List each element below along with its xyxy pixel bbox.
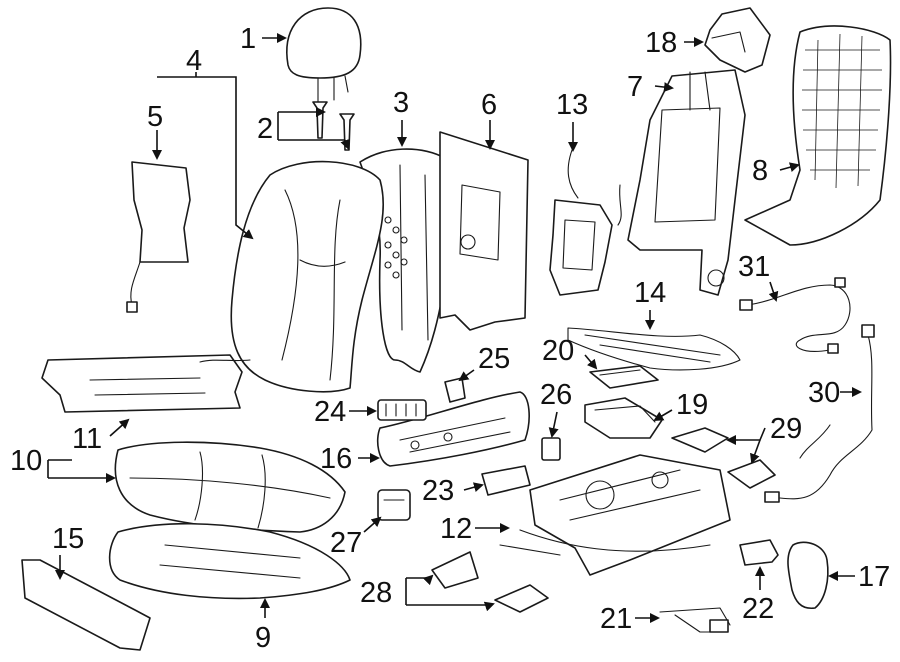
callout-30: 30 [808, 377, 840, 409]
callout-20: 20 [542, 335, 574, 367]
callout-3: 3 [393, 87, 409, 119]
callout-13: 13 [556, 89, 588, 121]
part-cushion-spring [567, 327, 741, 371]
callout-21: 21 [600, 603, 632, 635]
part-bracket-21 [659, 607, 731, 633]
part-cover-28a [431, 551, 479, 589]
callout-1: 1 [240, 23, 256, 55]
part-cover-29a [671, 427, 729, 453]
callout-24: 24 [314, 396, 346, 428]
part-cushion-pan [108, 522, 351, 600]
callout-18: 18 [645, 27, 677, 59]
callout-5: 5 [147, 101, 163, 133]
part-back-panel [439, 131, 529, 331]
part-seat-heater [41, 354, 251, 413]
part-knob-25 [444, 377, 466, 403]
part-recliner-cover [704, 7, 771, 73]
callout-16: 16 [320, 443, 352, 475]
callout-17: 17 [858, 561, 890, 593]
callout-15: 15 [52, 523, 84, 555]
callout-22: 22 [742, 593, 774, 625]
part-cover-28b [494, 584, 549, 613]
callout-23: 23 [422, 475, 454, 507]
part-back-shell [744, 25, 892, 246]
callout-26: 26 [540, 379, 572, 411]
part-switch-24 [377, 399, 427, 421]
part-cover-29b [727, 459, 776, 489]
callout-19: 19 [676, 389, 708, 421]
part-headrest [286, 7, 362, 103]
callout-25: 25 [478, 343, 510, 375]
part-wire-harness-31 [739, 277, 851, 354]
part-wire-harness-30 [764, 324, 875, 503]
part-bracket-20 [589, 365, 659, 389]
part-module-19 [584, 397, 663, 439]
part-seatback-frame [627, 69, 746, 296]
part-seat-track [499, 454, 731, 576]
callout-7: 7 [627, 71, 643, 103]
part-module-22 [739, 539, 779, 566]
part-cap-17 [787, 541, 829, 610]
part-connector-26 [541, 437, 561, 461]
callout-4: 4 [186, 45, 202, 77]
part-box-23 [481, 465, 531, 496]
part-switch-27 [377, 489, 411, 521]
callout-14: 14 [634, 277, 666, 309]
part-seat-cushion [114, 441, 346, 533]
callout-12: 12 [440, 513, 472, 545]
part-headrest-guides [312, 101, 355, 151]
callout-8: 8 [752, 155, 768, 187]
callout-6: 6 [481, 89, 497, 121]
callout-labels: 1 2 3 4 5 6 7 8 9 10 11 12 13 14 15 16 1… [10, 23, 890, 654]
callout-2: 2 [257, 113, 273, 145]
callout-9: 9 [255, 622, 271, 654]
callout-27: 27 [330, 527, 362, 559]
part-side-shield [376, 391, 530, 467]
part-lumbar [549, 149, 622, 296]
leader-lines [47, 33, 862, 623]
callout-11: 11 [72, 423, 102, 455]
callout-10: 10 [10, 445, 42, 477]
part-trim-15 [21, 559, 151, 651]
part-back-heater [126, 161, 191, 313]
part-seatback-pad [230, 160, 385, 393]
callout-29: 29 [770, 413, 802, 445]
callout-28: 28 [360, 577, 392, 609]
callout-31: 31 [738, 251, 770, 283]
